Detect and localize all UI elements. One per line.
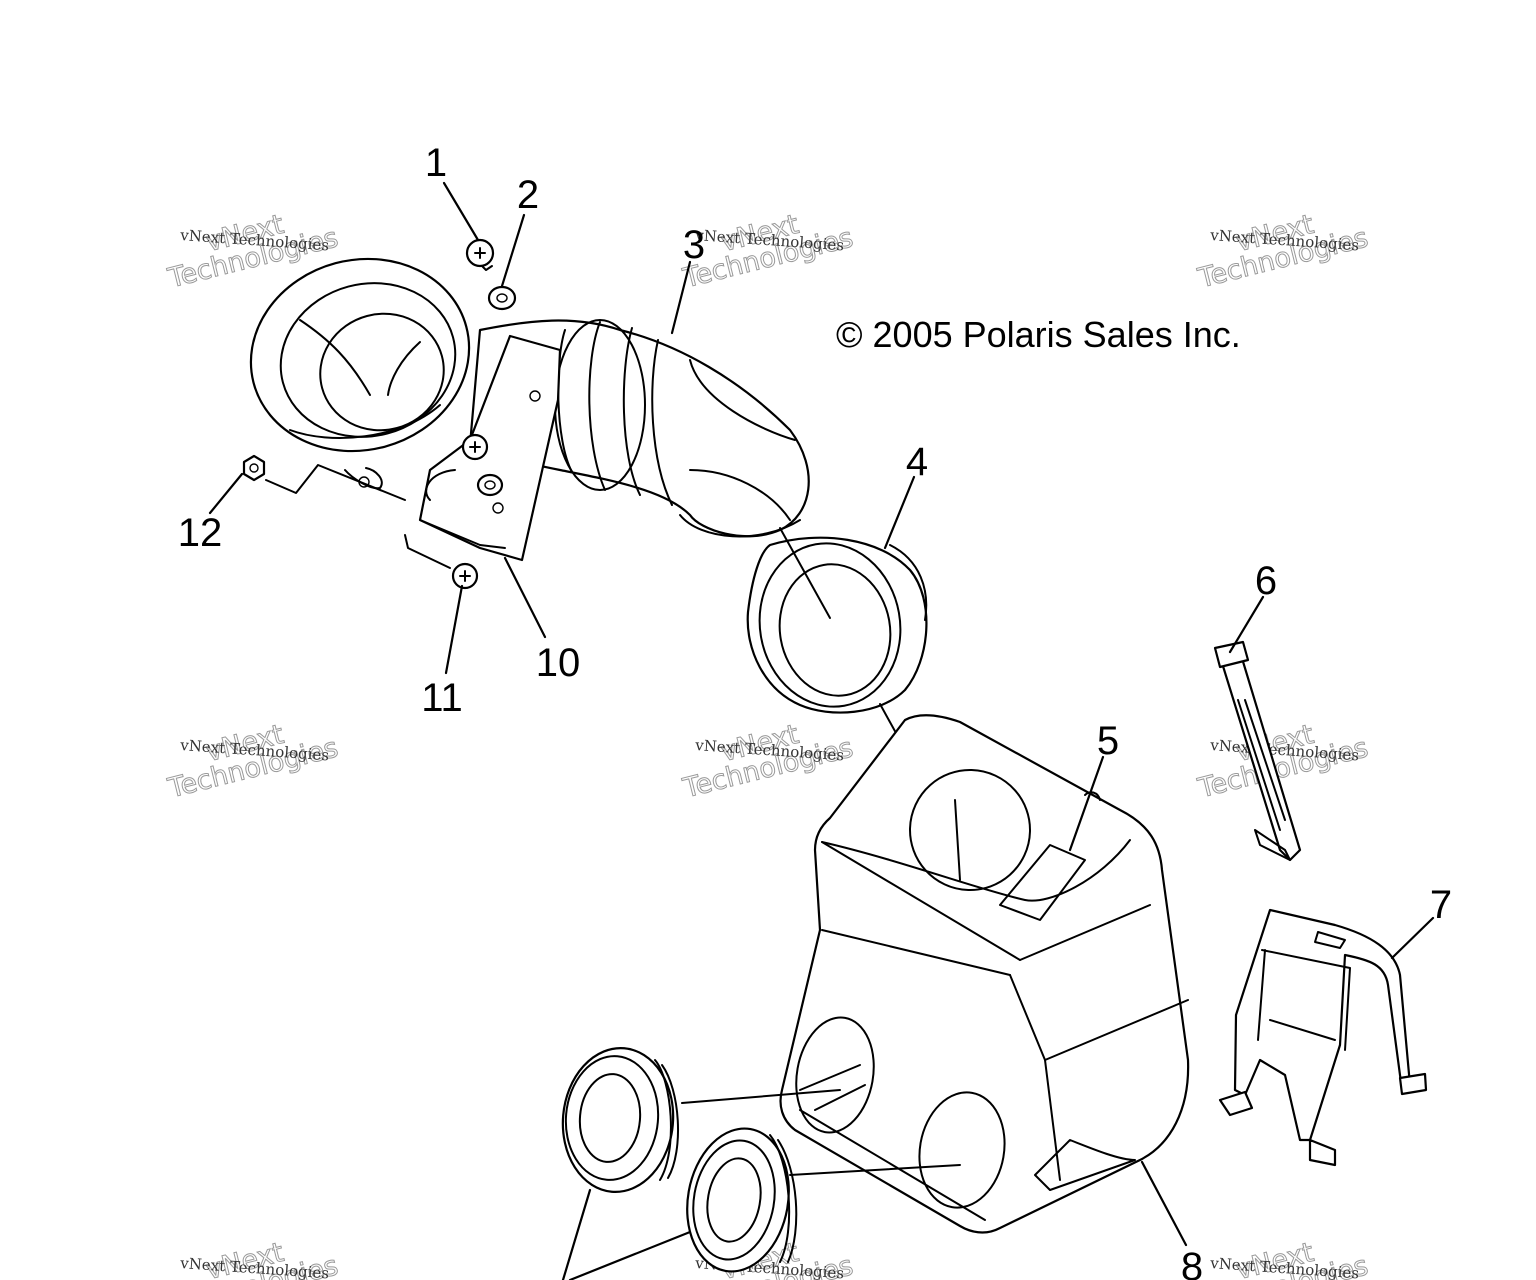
bell-mouth-bracket	[249, 257, 562, 562]
callout-numbers: 1 2 3 4 5 6 7 8 10 11 12	[178, 141, 1452, 1280]
callout-4: 4	[906, 440, 928, 484]
callout-12: 12	[178, 511, 223, 555]
callout-8: 8	[1181, 1245, 1203, 1280]
callout-11: 11	[421, 676, 463, 720]
nut-12	[242, 454, 266, 482]
mounting-bracket	[1218, 908, 1428, 1167]
copyright-notice: © 2005 Polaris Sales Inc.	[836, 314, 1241, 355]
callout-7: 7	[1430, 883, 1452, 927]
callout-5: 5	[1097, 719, 1119, 763]
screw-1	[465, 238, 495, 271]
airbox	[779, 714, 1190, 1234]
assembly-line-12	[265, 464, 406, 501]
assembly-line-11	[404, 534, 451, 569]
leader-lines	[208, 181, 1435, 1280]
callout-3: 3	[683, 223, 705, 267]
assembly-line-seal-a	[681, 1089, 841, 1104]
washer-2	[487, 285, 517, 311]
callout-2: 2	[517, 173, 539, 217]
grommet-left	[561, 1047, 680, 1193]
strap	[1213, 640, 1302, 862]
callout-6: 6	[1255, 559, 1277, 603]
grommet-right	[686, 1127, 798, 1273]
callout-1: 1	[425, 141, 447, 185]
assembly-line-seal-b	[789, 1164, 961, 1176]
coupler-ring	[746, 536, 928, 714]
assembly-line-4	[779, 527, 831, 619]
screw-11	[451, 562, 479, 590]
callout-10: 10	[536, 641, 581, 685]
screw-bracket	[461, 433, 504, 497]
